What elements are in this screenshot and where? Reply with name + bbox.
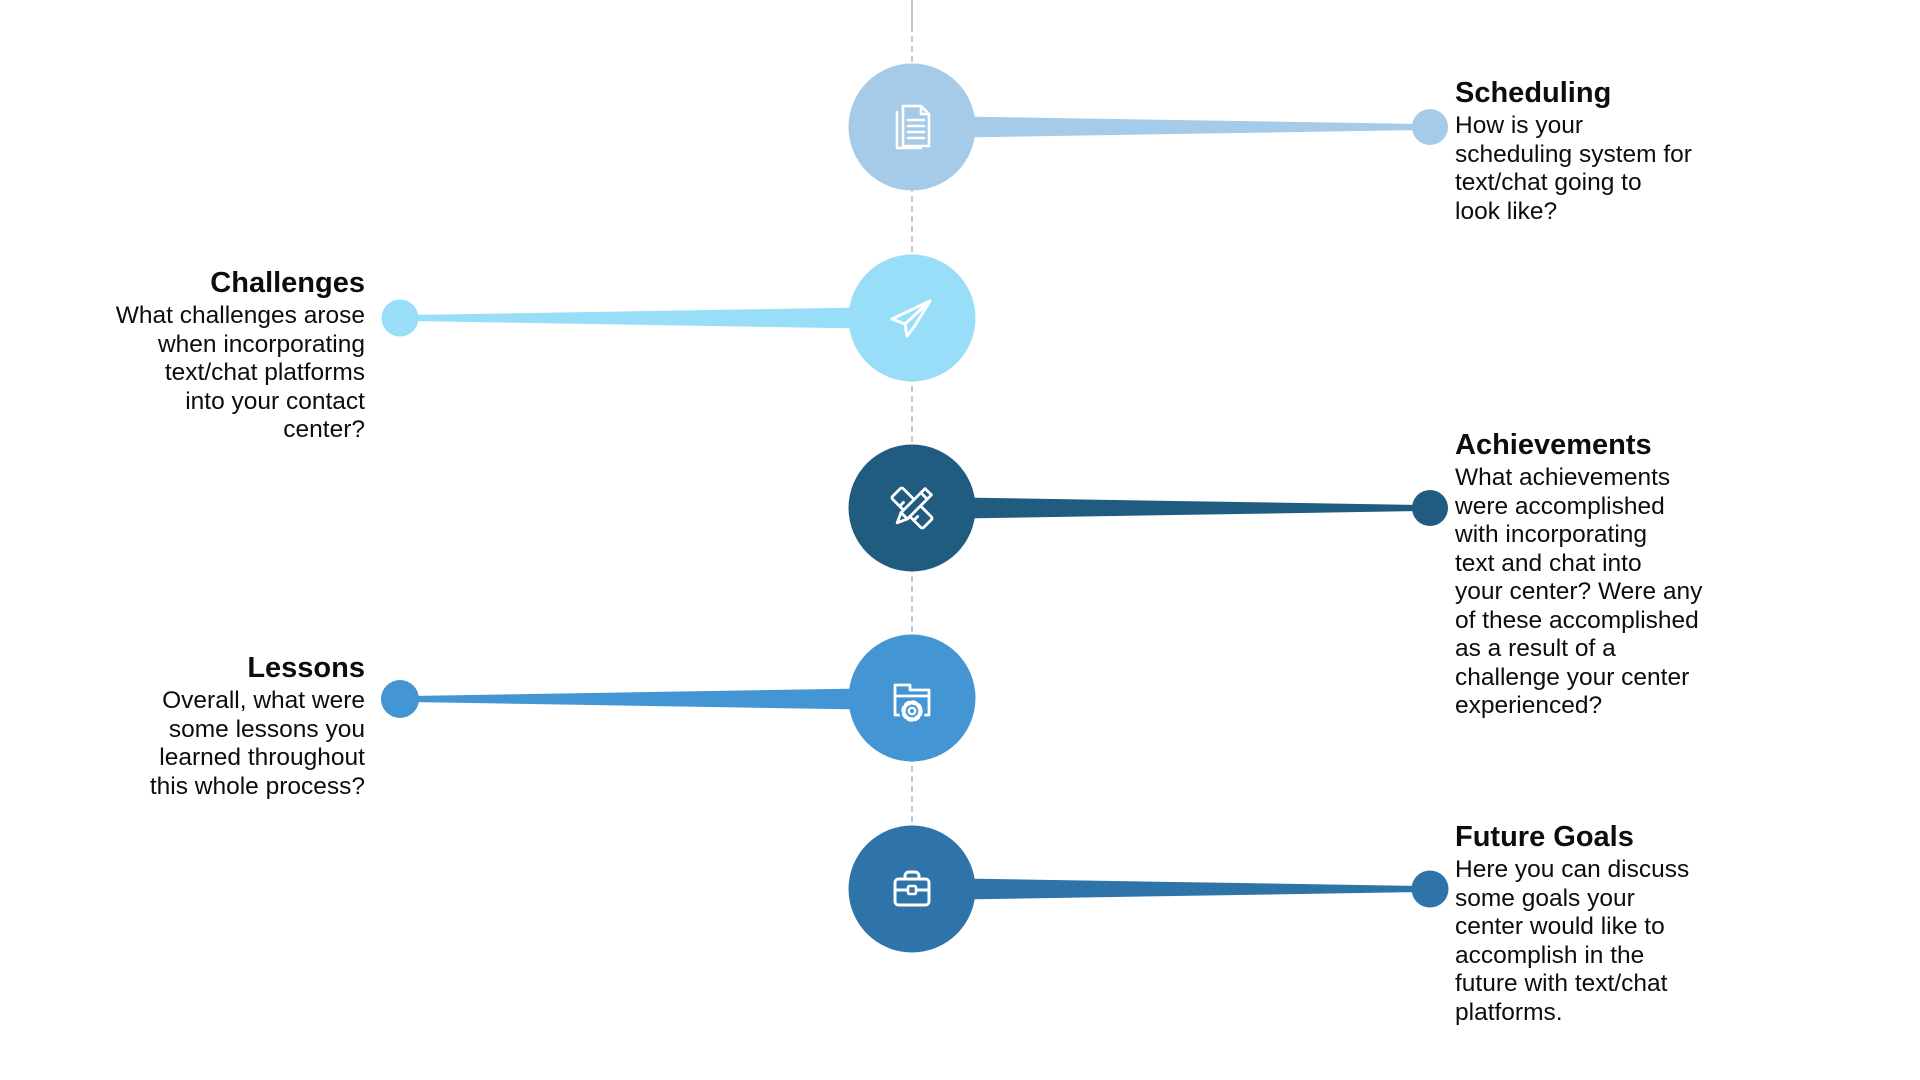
connector-endpoint-dot [1411,870,1449,908]
briefcase-icon [893,870,931,907]
item-description: How is your scheduling system for text/c… [1455,112,1692,225]
text-block-future-goals: Future Goals Here you can discuss some g… [1455,818,1785,1027]
pencil-ruler-icon [890,486,934,530]
folder-gear-icon [893,683,931,724]
item-description: What challenges arose when incorporating… [115,302,365,443]
connector-endpoint-dot [1412,109,1448,145]
connector-endpoint-dot [1412,490,1448,526]
connector-line [410,307,864,329]
item-title: Scheduling [1455,77,1612,109]
item-title: Achievements [1455,429,1652,461]
text-block-lessons: Lessons Overall, what were some lessons … [35,649,365,801]
connector-line [960,878,1424,900]
connector-endpoint-dot [381,299,419,337]
item-title: Challenges [210,267,365,299]
text-block-achievements: Achievements What achievements were acco… [1455,426,1785,721]
item-title: Lessons [247,652,365,684]
item-title: Future Goals [1455,821,1634,853]
connector-endpoint-dot [381,680,419,718]
paper-plane-icon [890,299,932,338]
item-description: What achievements were accomplished with… [1455,464,1703,719]
timeline-item-future-goals [848,825,1449,953]
timeline-item-achievements [848,444,1448,572]
item-description: Overall, what were some lessons you lear… [149,687,365,800]
timeline-item-scheduling [848,63,1448,191]
text-block-scheduling: Scheduling How is your scheduling system… [1455,74,1785,226]
item-description: Here you can discuss some goals your cen… [1455,856,1690,1026]
connector-line [960,497,1424,519]
timeline-item-lessons [381,634,976,762]
connector-line [410,688,864,710]
connector-line [960,116,1424,138]
text-block-challenges: Challenges What challenges arose when in… [35,264,365,445]
timeline-item-challenges [381,254,976,382]
document-icon [895,104,931,150]
